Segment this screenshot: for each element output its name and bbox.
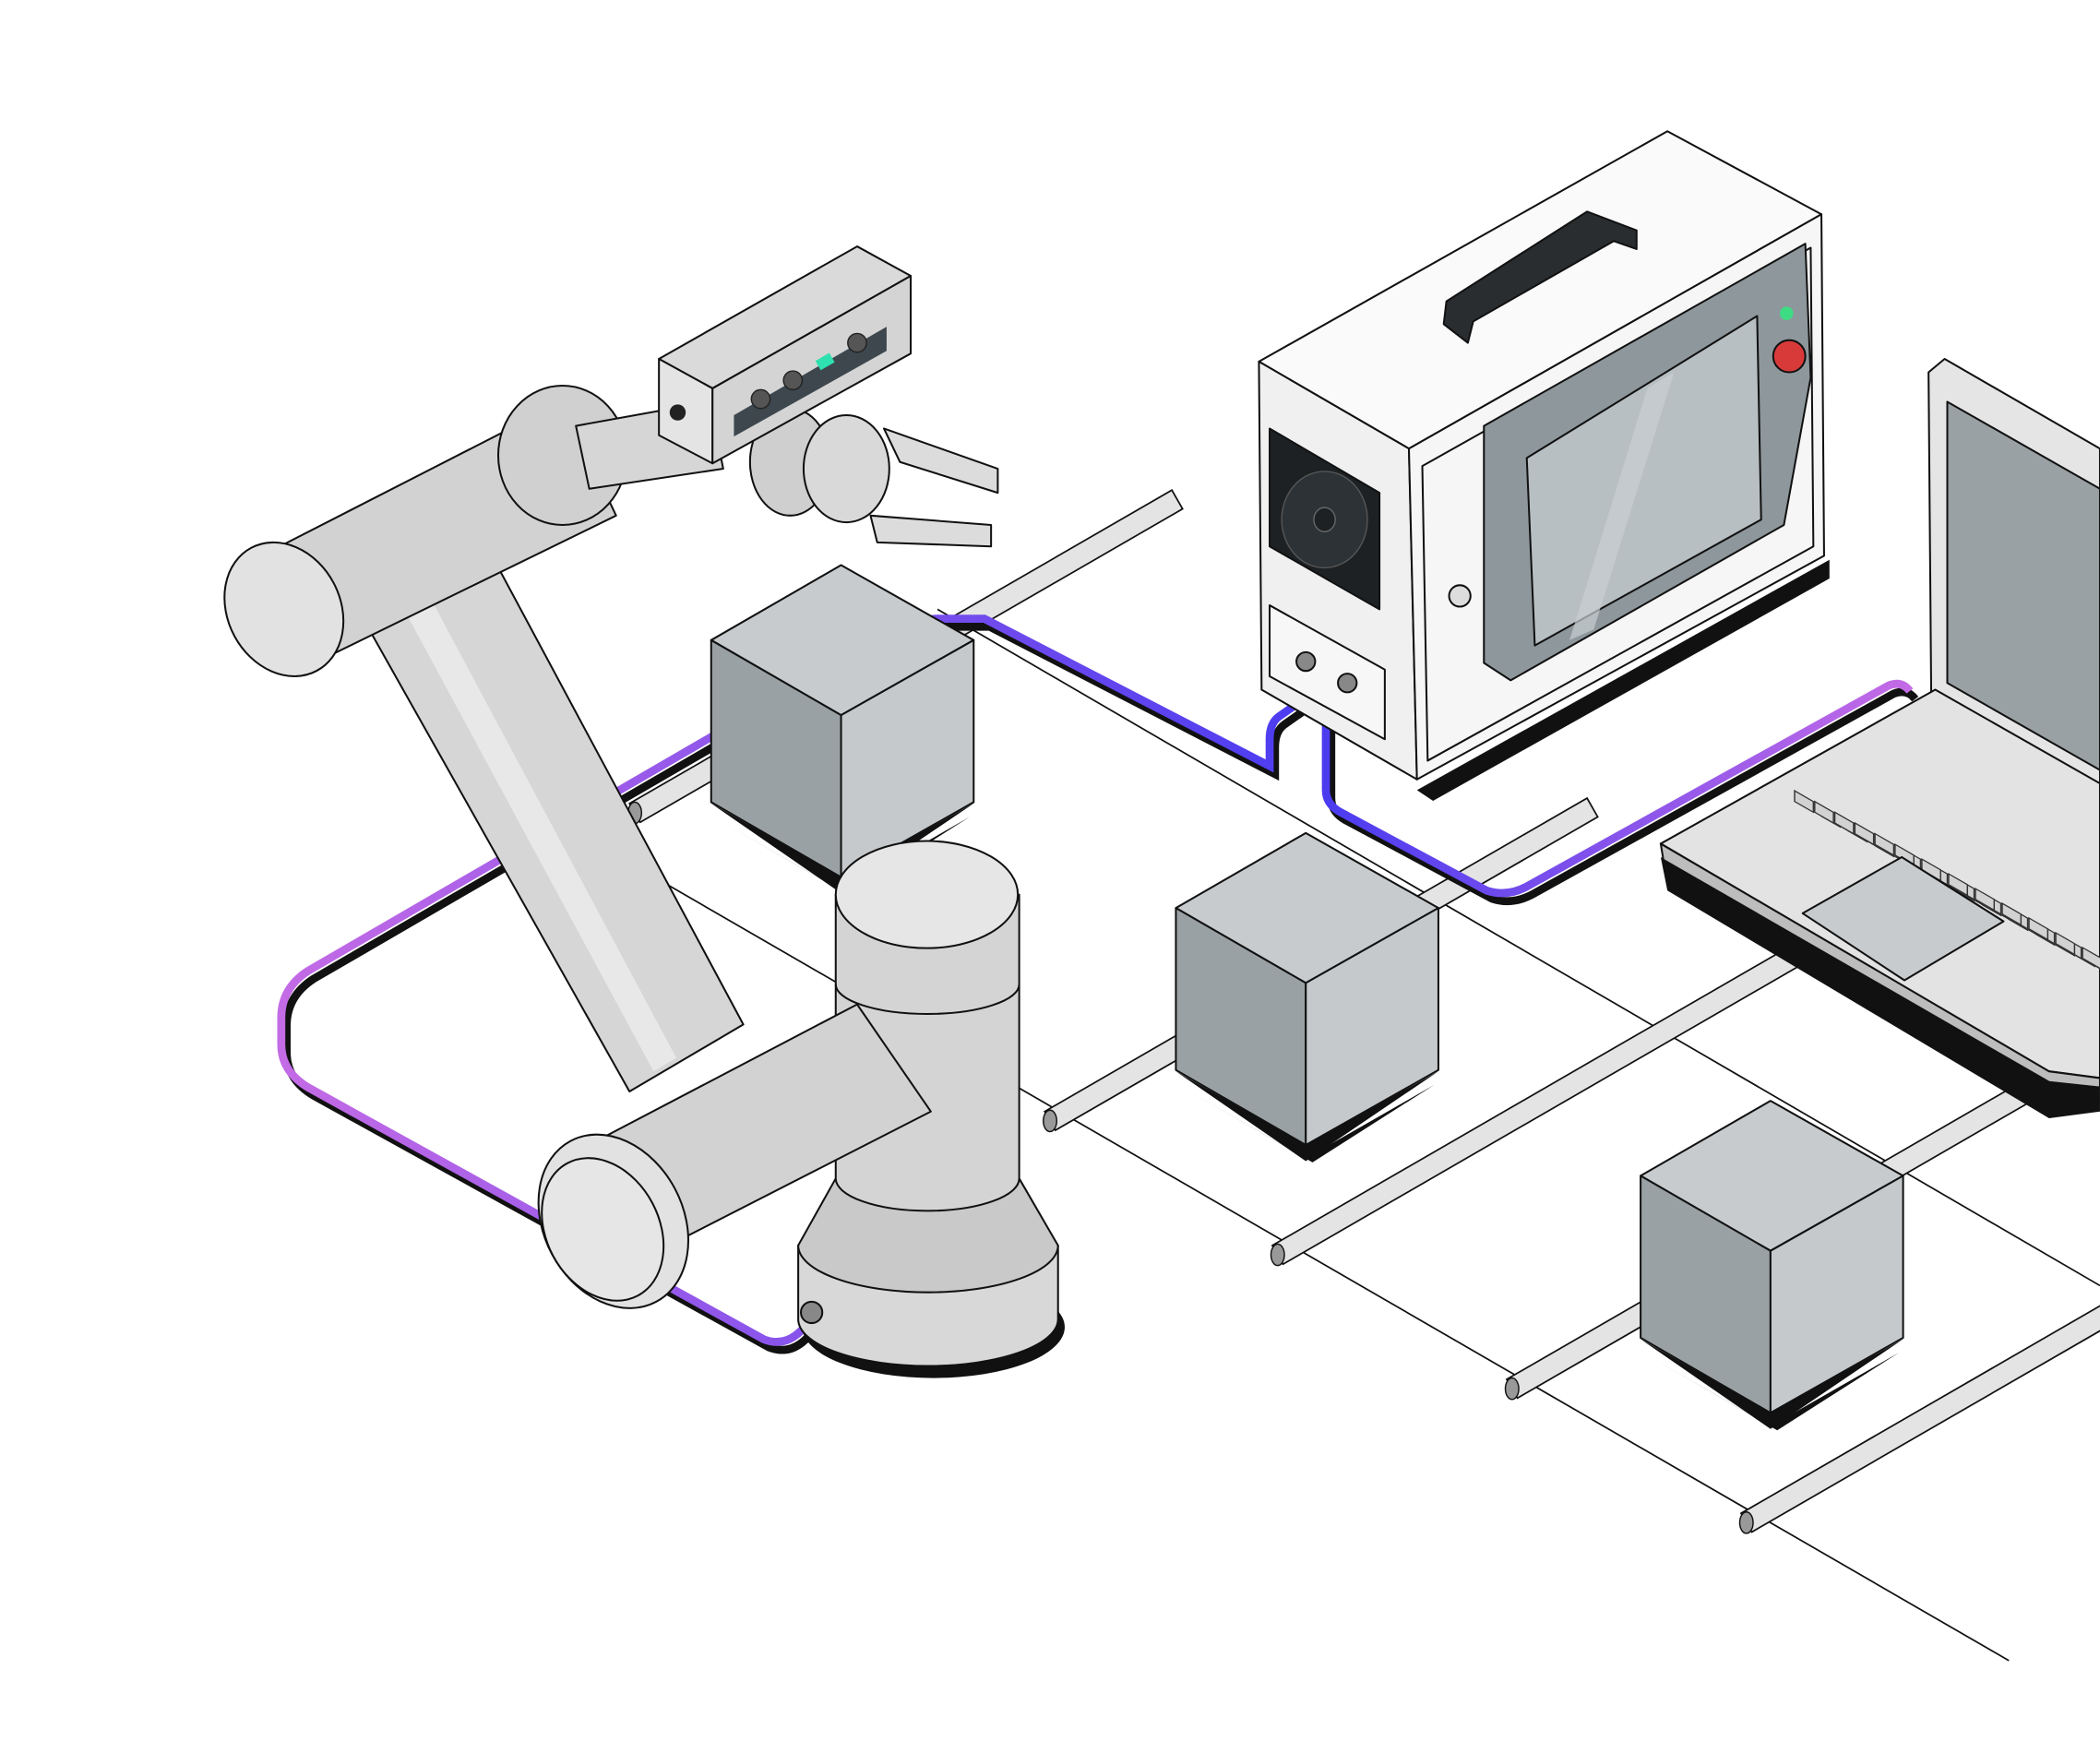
keyboard-key[interactable] xyxy=(2055,931,2076,956)
keyboard[interactable] xyxy=(1794,789,2100,998)
cube-icon xyxy=(710,564,975,895)
keyboard-key[interactable] xyxy=(1833,811,1855,835)
robot-arm xyxy=(223,245,1065,1378)
controller-knob-icon[interactable] xyxy=(1448,584,1472,608)
emergency-stop-icon[interactable] xyxy=(1772,339,1807,374)
keyboard-key[interactable] xyxy=(2001,901,2022,926)
gripper-icon xyxy=(802,413,999,548)
trackpad[interactable] xyxy=(1801,855,2005,982)
conveyor-roller xyxy=(1738,1305,2100,1534)
keyboard-key[interactable] xyxy=(1794,789,1815,814)
controller-box xyxy=(1258,130,1830,801)
keyboard-key[interactable] xyxy=(1975,887,1996,912)
keyboard-key[interactable] xyxy=(1854,821,1875,846)
port-1-icon[interactable] xyxy=(1295,650,1317,673)
depth-camera-icon xyxy=(658,245,913,465)
port-panel xyxy=(1269,604,1386,741)
cube-icon xyxy=(1175,831,1439,1163)
keyboard-key[interactable] xyxy=(1948,872,1968,897)
status-led-icon xyxy=(1780,306,1794,320)
port-2-icon[interactable] xyxy=(1337,673,1358,694)
keyboard-key[interactable] xyxy=(1814,800,1834,825)
carry-handle-icon xyxy=(1442,210,1638,344)
keyboard-key[interactable] xyxy=(2082,946,2100,971)
touchscreen-icon[interactable] xyxy=(1483,243,1812,682)
keyboard-key[interactable] xyxy=(2028,916,2049,941)
cube-icon xyxy=(1640,1100,1904,1431)
keyboard-key[interactable] xyxy=(1874,832,1895,857)
laptop xyxy=(1659,357,2100,1118)
controller-shadow xyxy=(1416,559,1830,801)
cubes xyxy=(710,564,1904,1431)
base-connector-icon xyxy=(800,1300,824,1325)
fan-icon xyxy=(1269,427,1381,611)
